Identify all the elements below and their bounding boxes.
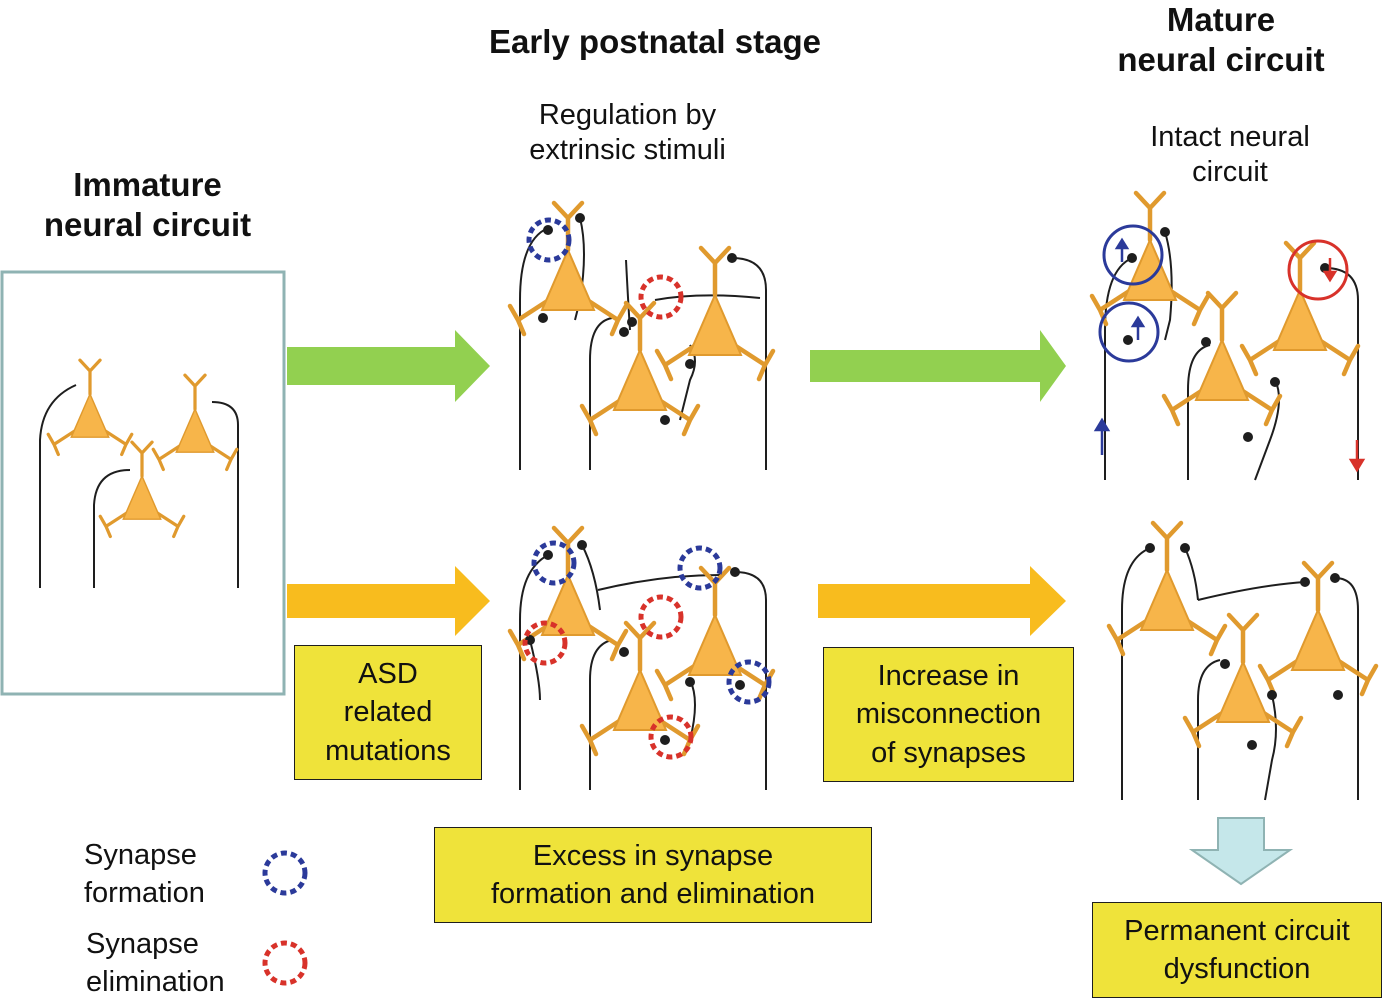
mature-title: Mature neural circuit xyxy=(1085,0,1357,81)
early-bottom-formation-circles xyxy=(531,540,772,705)
immature-title: Immature neural circuit xyxy=(20,165,275,246)
legend-elimination-circle xyxy=(262,940,308,986)
down-arrow xyxy=(1188,817,1294,886)
early-bottom-elimination-circles xyxy=(522,594,694,760)
mature-title-line1: Mature xyxy=(1166,1,1276,38)
asd-box-line1: ASD xyxy=(358,658,418,691)
legend-elimination-line2: elimination xyxy=(86,966,225,999)
mature-top-axons xyxy=(1104,231,1359,481)
green-arrow-1 xyxy=(287,330,490,402)
legend-formation-circle xyxy=(262,850,308,896)
mature-formation-circle-2 xyxy=(1098,301,1160,363)
increase-box-line3: of synapses xyxy=(871,736,1026,769)
legend-formation-line2: formation xyxy=(84,877,205,910)
permanent-box-line1: Permanent circuit xyxy=(1124,914,1350,947)
asd-box-line3: mutations xyxy=(325,734,451,767)
mature-title-line2: neural circuit xyxy=(1117,41,1325,79)
early-subtitle: Regulation by extrinsic stimuli xyxy=(480,98,775,169)
legend-elimination-line1: Synapse xyxy=(86,928,199,960)
legend-elimination-label: Synapse elimination xyxy=(86,925,225,1002)
mature-down-arrows xyxy=(1322,258,1366,473)
mature-subtitle-line2: circuit xyxy=(1192,156,1268,189)
early-subtitle-line2: extrinsic stimuli xyxy=(529,134,726,167)
mature-subtitle-line1: Intact neural xyxy=(1150,121,1310,153)
mature-formation-circle-1 xyxy=(1102,224,1164,286)
green-arrow-2 xyxy=(810,330,1066,402)
permanent-box: Permanent circuit dysfunction xyxy=(1092,902,1382,998)
increase-box-line2: misconnection xyxy=(855,698,1042,731)
mature-bottom-axons xyxy=(1121,547,1359,801)
early-top-formation-circle xyxy=(526,217,572,263)
increase-box-line1: Increase in xyxy=(877,660,1020,693)
immature-title-line2: neural circuit xyxy=(43,206,252,244)
mature-up-arrows xyxy=(1093,237,1146,455)
early-top-elimination-circle xyxy=(638,274,684,320)
legend-formation-line1: Synapse xyxy=(84,839,197,871)
excess-box-line1: Excess in synapse xyxy=(532,839,774,872)
asd-box: ASD related mutations xyxy=(294,645,482,780)
orange-arrow-2 xyxy=(818,566,1066,636)
mature-elimination-circle xyxy=(1287,239,1349,301)
immature-title-line1: Immature xyxy=(73,166,222,203)
legend-formation-label: Synapse formation xyxy=(84,836,205,913)
excess-box-line2: formation and elimination xyxy=(490,878,815,910)
immature-neurons xyxy=(39,384,239,588)
excess-box: Excess in synapse formation and eliminat… xyxy=(434,827,872,923)
asd-box-line2: related xyxy=(343,696,433,729)
mature-bottom-synapses xyxy=(1145,543,1343,750)
early-title: Early postnatal stage xyxy=(489,23,821,60)
early-top-synapses xyxy=(538,213,737,425)
mature-subtitle: Intact neural circuit xyxy=(1110,120,1350,191)
early-subtitle-line1: Regulation by xyxy=(538,99,717,131)
mature-top-synapses xyxy=(1123,227,1330,442)
increase-box: Increase in misconnection of synapses xyxy=(823,647,1074,782)
orange-arrow-1 xyxy=(287,566,490,636)
immature-frame xyxy=(0,270,286,696)
early-bottom-axons xyxy=(519,544,767,790)
permanent-box-line2: dysfunction xyxy=(1163,953,1311,985)
early-bottom-synapses xyxy=(525,540,745,745)
